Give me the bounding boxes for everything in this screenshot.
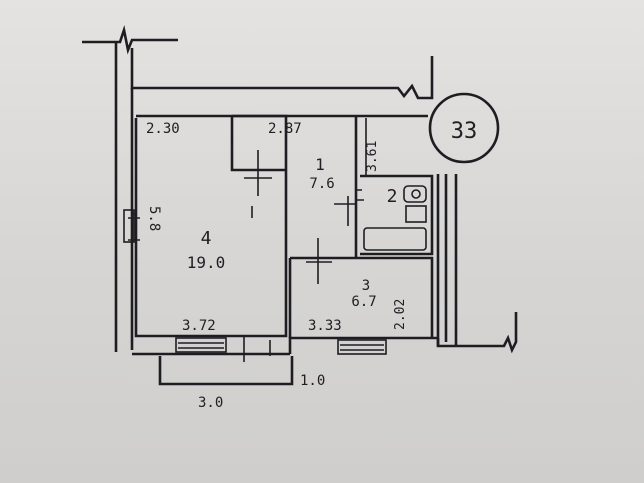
window-left <box>123 209 135 243</box>
dim-top-mid: 2.87 <box>268 121 302 137</box>
room-4-area: 19.0 <box>187 253 226 272</box>
plan-number-badge: 33 <box>428 92 500 164</box>
room-3-area: 6.7 <box>351 294 376 310</box>
dim-room3-side: 2.02 <box>393 299 408 330</box>
window-room3 <box>337 339 387 355</box>
dim-top-left: 2.30 <box>146 121 180 137</box>
room-2-number: 2 <box>387 186 398 207</box>
bathroom-fixtures <box>363 185 427 251</box>
dim-balcony-depth: 1.0 <box>300 373 325 389</box>
balcony <box>158 356 294 386</box>
room-4-number: 4 <box>201 228 212 249</box>
room-labels: 1 7.6 2 3 6.7 4 19.0 <box>187 155 398 310</box>
plan-number: 33 <box>451 119 478 144</box>
room-1-area: 7.6 <box>309 176 334 192</box>
dim-balcony-width: 3.0 <box>198 395 223 411</box>
room-3-number: 3 <box>362 278 370 294</box>
room-1-number: 1 <box>315 155 325 174</box>
dim-bottom-left: 3.72 <box>182 318 216 334</box>
dim-left-side: 5.8 <box>146 206 162 231</box>
dim-bottom-mid: 3.33 <box>308 318 342 334</box>
room-walls <box>134 114 434 338</box>
bathtub-icon <box>363 227 427 251</box>
windows <box>123 209 387 355</box>
window-room4 <box>175 337 227 353</box>
dim-corridor-vertical: 3.61 <box>365 141 380 172</box>
dimension-labels: 2.30 2.87 3.61 5.8 3.72 3.33 2.02 3.0 1.… <box>146 121 408 411</box>
sink-icon <box>403 185 427 203</box>
building-walls <box>82 24 518 356</box>
toilet-icon <box>405 205 427 223</box>
